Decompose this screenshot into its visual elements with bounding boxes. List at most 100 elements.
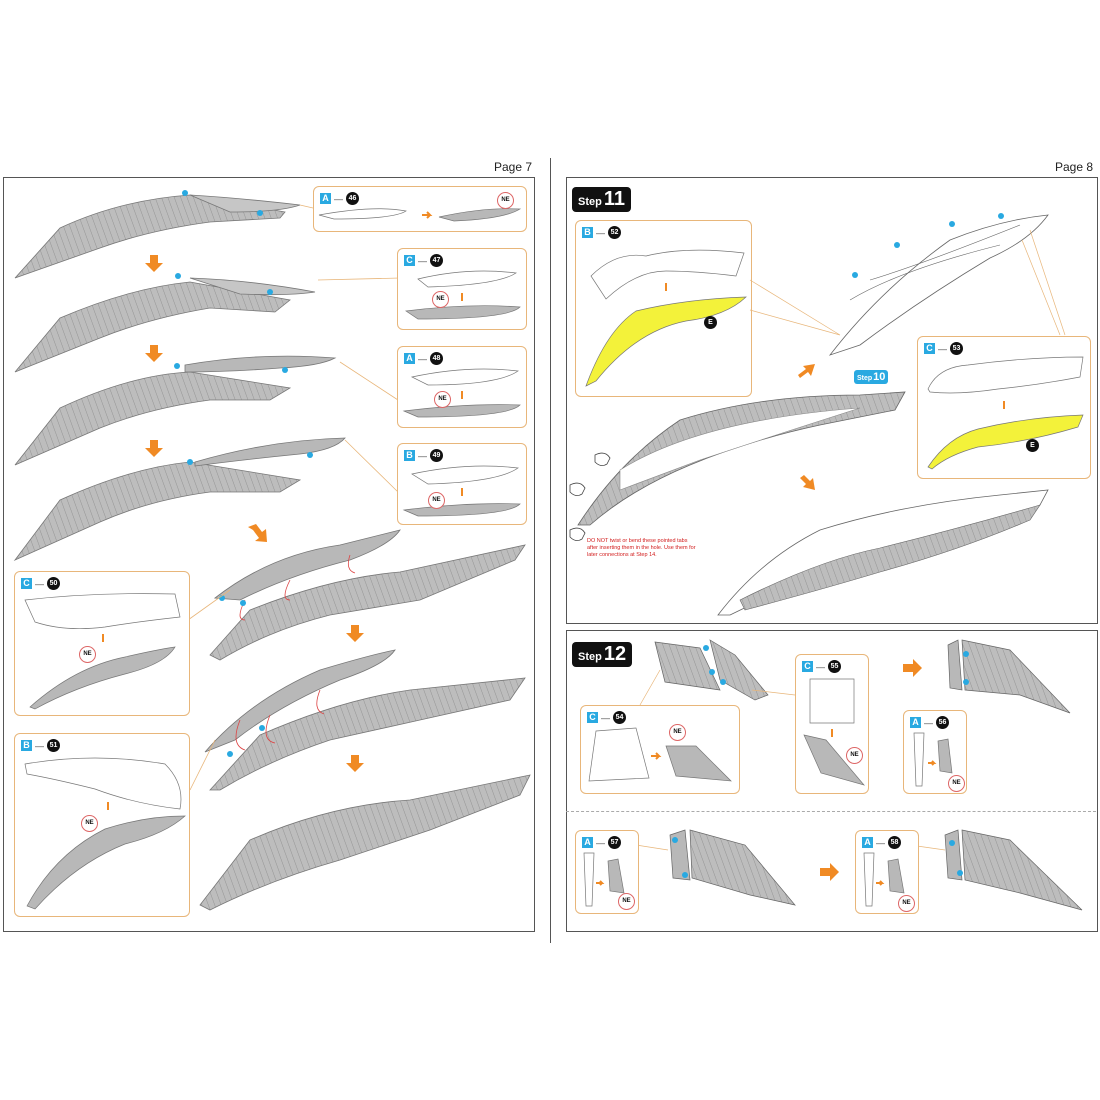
page-divider: [550, 158, 551, 943]
connection-dot: [257, 210, 263, 216]
part-letter: C: [802, 661, 813, 672]
callout-50-art: [24, 593, 181, 710]
callout-46-art: [318, 208, 522, 222]
page-number-right: Page 8: [1055, 160, 1094, 174]
callout-55: C — 55 NE: [795, 654, 869, 794]
connection-dot: [307, 452, 313, 458]
hand-icon: [569, 482, 586, 496]
hand-icon: [569, 527, 586, 541]
callout-52: B — 52 E: [575, 220, 752, 397]
callout-52-art: [585, 249, 747, 387]
warning-note: DO NOT twist or bend these pointed tabs …: [587, 538, 696, 558]
part-letter: A: [404, 353, 415, 364]
ne-marker: NE: [898, 895, 915, 912]
wing-stage-6: [204, 649, 526, 791]
part-letter: C: [587, 712, 598, 723]
callout-55-art: [803, 678, 866, 786]
wing-stage-2: [14, 273, 316, 373]
part-letter: C: [404, 255, 415, 266]
step-number: 47: [430, 254, 443, 267]
connection-dot: [187, 459, 193, 465]
diag-arrow: [800, 475, 815, 490]
right-arrow: [903, 659, 922, 677]
part-letter: B: [582, 227, 593, 238]
callout-53-art: [927, 356, 1084, 470]
connection-dot: [282, 367, 288, 373]
page-number-left: Page 7: [494, 160, 533, 174]
wing-stage-final: [199, 774, 531, 911]
down-arrow-5: [346, 625, 364, 642]
ne-marker: NE: [497, 192, 514, 209]
diag-arrow: [798, 364, 815, 378]
callout-51: B — 51 NE: [14, 733, 190, 917]
connection-dot: [175, 273, 181, 279]
step-number: 50: [47, 577, 60, 590]
callout-56: A — 56 NE: [903, 710, 967, 794]
part-letter: B: [21, 740, 32, 751]
diag-arrow: [248, 524, 267, 542]
step-number: 52: [608, 226, 621, 239]
e-marker: E: [1026, 439, 1039, 452]
part-letter: C: [21, 578, 32, 589]
part-letter: A: [862, 837, 873, 848]
callout-57: A — 57 NE: [575, 830, 639, 914]
down-arrow-3: [145, 440, 163, 457]
down-arrow-2: [145, 345, 163, 362]
connection-dot: [227, 751, 233, 757]
callout-54-art: [588, 727, 732, 782]
step-number: 58: [888, 836, 901, 849]
part-letter: A: [910, 717, 921, 728]
callout-49-art: [402, 465, 521, 517]
step-number: 57: [608, 836, 621, 849]
part-letter: A: [582, 837, 593, 848]
ne-marker: NE: [79, 646, 96, 663]
ne-marker: NE: [428, 492, 445, 509]
step-12-separator: [566, 811, 1096, 812]
ne-marker: NE: [432, 291, 449, 308]
ne-marker: NE: [948, 775, 965, 792]
part-letter: C: [924, 343, 935, 354]
ne-marker: NE: [618, 893, 635, 910]
step-10-reference: Step 10: [854, 370, 889, 384]
connection-dot: [267, 289, 273, 295]
ne-marker: NE: [434, 391, 451, 408]
wing-stage-5: [209, 529, 526, 661]
callout-46: A — 46 NE: [313, 186, 527, 232]
step-number: 48: [430, 352, 443, 365]
step-number: 53: [950, 342, 963, 355]
right-arrow: [820, 863, 839, 881]
down-arrow-1: [145, 255, 163, 272]
step-number: 46: [346, 192, 359, 205]
callout-50: C — 50 NE: [14, 571, 190, 716]
step-number: 51: [47, 739, 60, 752]
ne-marker: NE: [669, 724, 686, 741]
step-number: 56: [936, 716, 949, 729]
callout-47-art: [405, 270, 521, 320]
callout-54: C — 54 NE: [580, 705, 740, 794]
callout-58-art: [863, 852, 905, 907]
step-number: 49: [430, 449, 443, 462]
step-number: 55: [828, 660, 841, 673]
hand-icon: [594, 452, 611, 466]
wing-stage-3: [14, 355, 337, 466]
connection-dot: [240, 600, 246, 606]
callout-51-art: [24, 757, 186, 910]
connection-dot: [174, 363, 180, 369]
ne-marker: NE: [846, 747, 863, 764]
callout-58: A — 58 NE: [855, 830, 919, 914]
wing-stage-1: [14, 190, 301, 279]
part-letter: B: [404, 450, 415, 461]
callout-48: A — 48 NE: [397, 346, 527, 428]
connection-dot: [182, 190, 188, 196]
callout-53: C — 53 E: [917, 336, 1091, 479]
part-letter: A: [320, 193, 331, 204]
down-arrow-6: [346, 755, 364, 772]
callout-47: C — 47 NE: [397, 248, 527, 330]
e-marker: E: [704, 316, 717, 329]
step-11-badge: Step 11: [572, 187, 631, 212]
step-12-badge: Step 12: [572, 642, 633, 667]
step-number: 54: [613, 711, 626, 724]
